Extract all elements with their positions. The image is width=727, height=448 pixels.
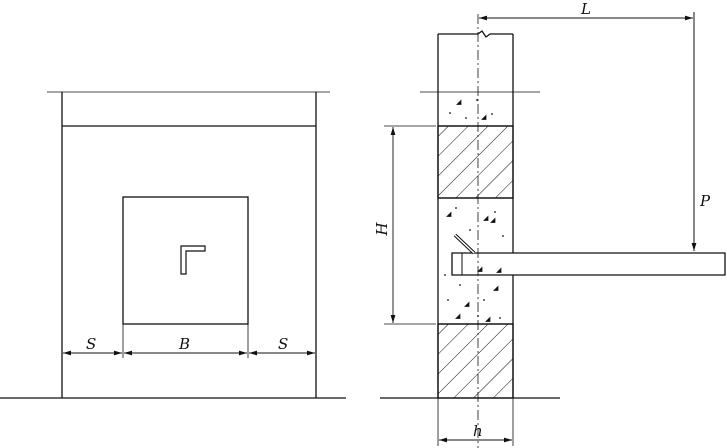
label-H: H xyxy=(373,222,391,237)
svg-text:◢: ◢ xyxy=(483,214,489,222)
aggregate-mark: ◢ xyxy=(496,266,502,274)
label-S-left: S xyxy=(86,335,96,353)
svg-text:◢: ◢ xyxy=(490,216,496,224)
opening-frame xyxy=(122,196,249,325)
angle-steel-icon xyxy=(180,245,206,275)
label-L: L xyxy=(580,0,591,18)
svg-text:◢: ◢ xyxy=(446,210,452,218)
svg-text:◢: ◢ xyxy=(455,312,461,320)
upper-concrete-band: ◢ ◢ xyxy=(438,98,513,127)
front-elevation: S B S xyxy=(0,91,346,399)
svg-text:◢: ◢ xyxy=(464,300,470,308)
svg-text:◢: ◢ xyxy=(493,284,499,292)
concrete-lintel-zone: ◢ ◢ ◢ ◢ ◢ ◢ ◢ xyxy=(438,197,513,325)
section-view: ◢ ◢ ◢ ◢ ◢ ◢ ◢ ◢ ◢ xyxy=(373,0,726,448)
wall-broken-top xyxy=(438,30,513,38)
label-S-right: S xyxy=(278,335,288,353)
label-B: B xyxy=(178,335,190,353)
label-P: P xyxy=(699,192,711,210)
hatched-masonry-lower xyxy=(437,323,514,399)
svg-text:◢: ◢ xyxy=(456,98,462,106)
anchor-bar-core xyxy=(454,234,475,254)
svg-text:◢: ◢ xyxy=(485,315,491,323)
aggregate-mark: ◢ xyxy=(477,265,483,273)
cantilever-angle-steel xyxy=(451,252,726,276)
label-h: h xyxy=(473,422,483,440)
hatched-masonry-upper xyxy=(437,125,514,199)
svg-text:◢: ◢ xyxy=(481,113,487,121)
